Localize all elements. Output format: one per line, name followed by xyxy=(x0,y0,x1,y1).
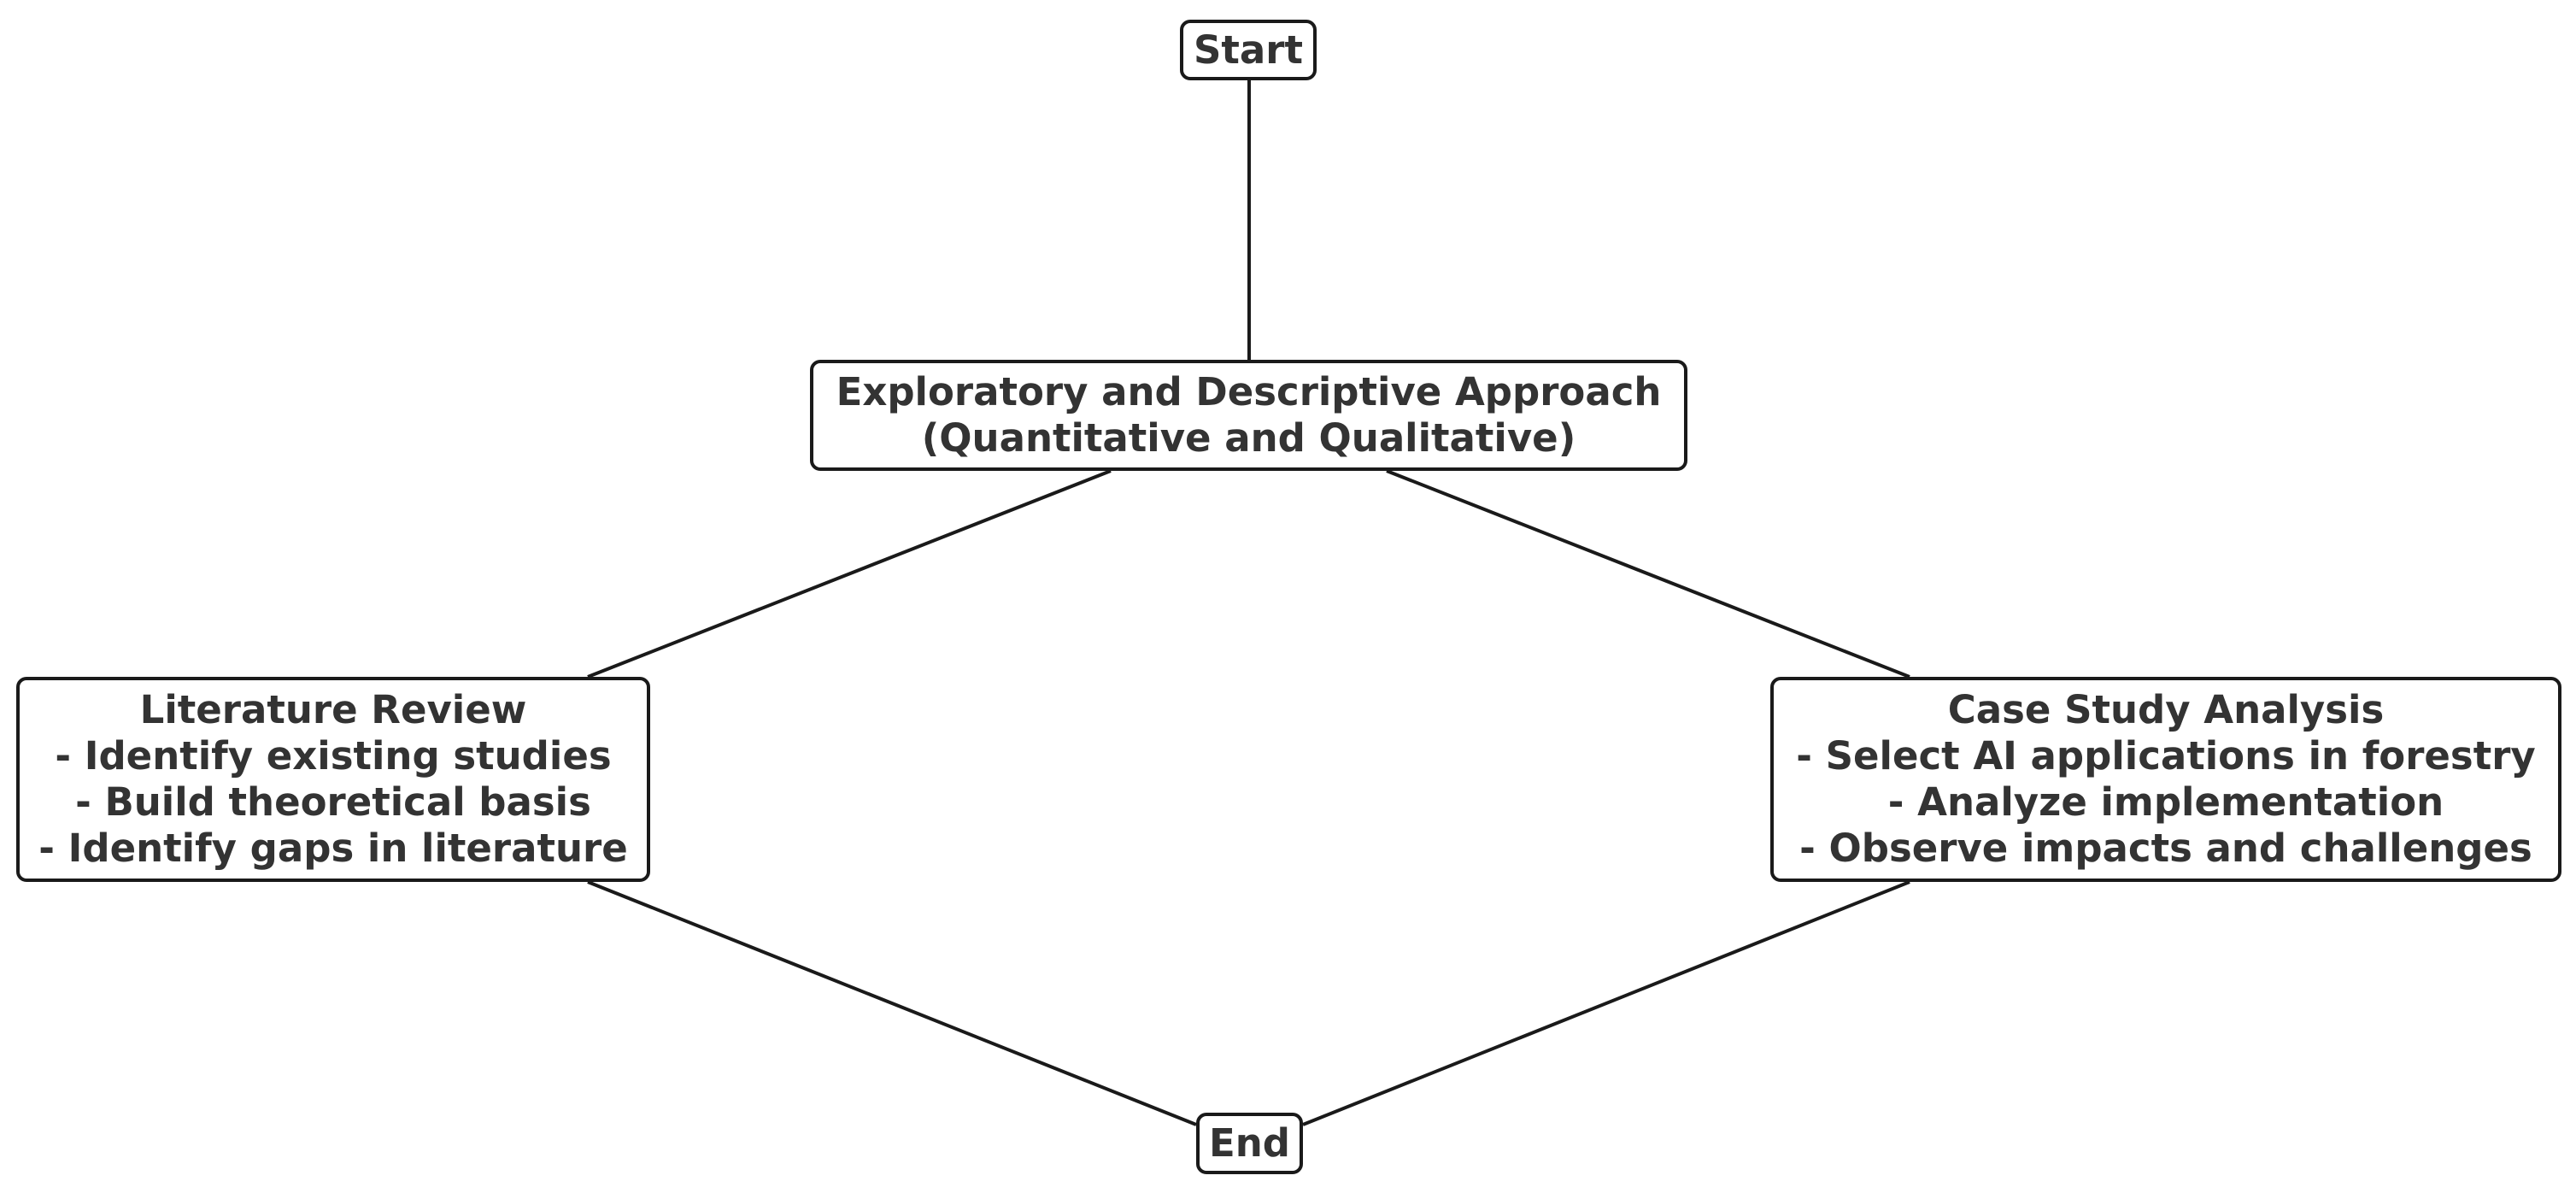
literature-review-node: Literature Review - Identify existing st… xyxy=(16,677,650,882)
edge-case-study-to-end xyxy=(1302,880,1910,1126)
approach-node-subtitle: (Quantitative and Qualitative) xyxy=(921,415,1576,461)
approach-node-title: Exploratory and Descriptive Approach xyxy=(836,369,1662,414)
start-node-label: Start xyxy=(1194,26,1303,73)
literature-review-item: - Identify existing studies xyxy=(55,733,612,779)
case-study-item: - Analyze implementation xyxy=(1887,779,2444,825)
edge-literature-review-to-end xyxy=(587,880,1197,1126)
end-node-label: End xyxy=(1209,1120,1290,1166)
case-study-node: Case Study Analysis - Select AI applicat… xyxy=(1770,677,2561,882)
literature-review-item: - Identify gaps in literature xyxy=(38,826,628,871)
case-study-title: Case Study Analysis xyxy=(1947,687,2385,732)
literature-review-item: - Build theoretical basis xyxy=(75,779,591,825)
edge-approach-to-case-study xyxy=(1386,469,1910,679)
case-study-item: - Select AI applications in forestry xyxy=(1796,733,2536,779)
case-study-item: - Observe impacts and challenges xyxy=(1799,826,2532,871)
start-node: Start xyxy=(1180,20,1317,80)
end-node: End xyxy=(1196,1113,1303,1174)
approach-node: Exploratory and Descriptive Approach (Qu… xyxy=(810,360,1687,471)
edge-approach-to-literature-review xyxy=(587,469,1112,679)
literature-review-title: Literature Review xyxy=(139,687,527,732)
